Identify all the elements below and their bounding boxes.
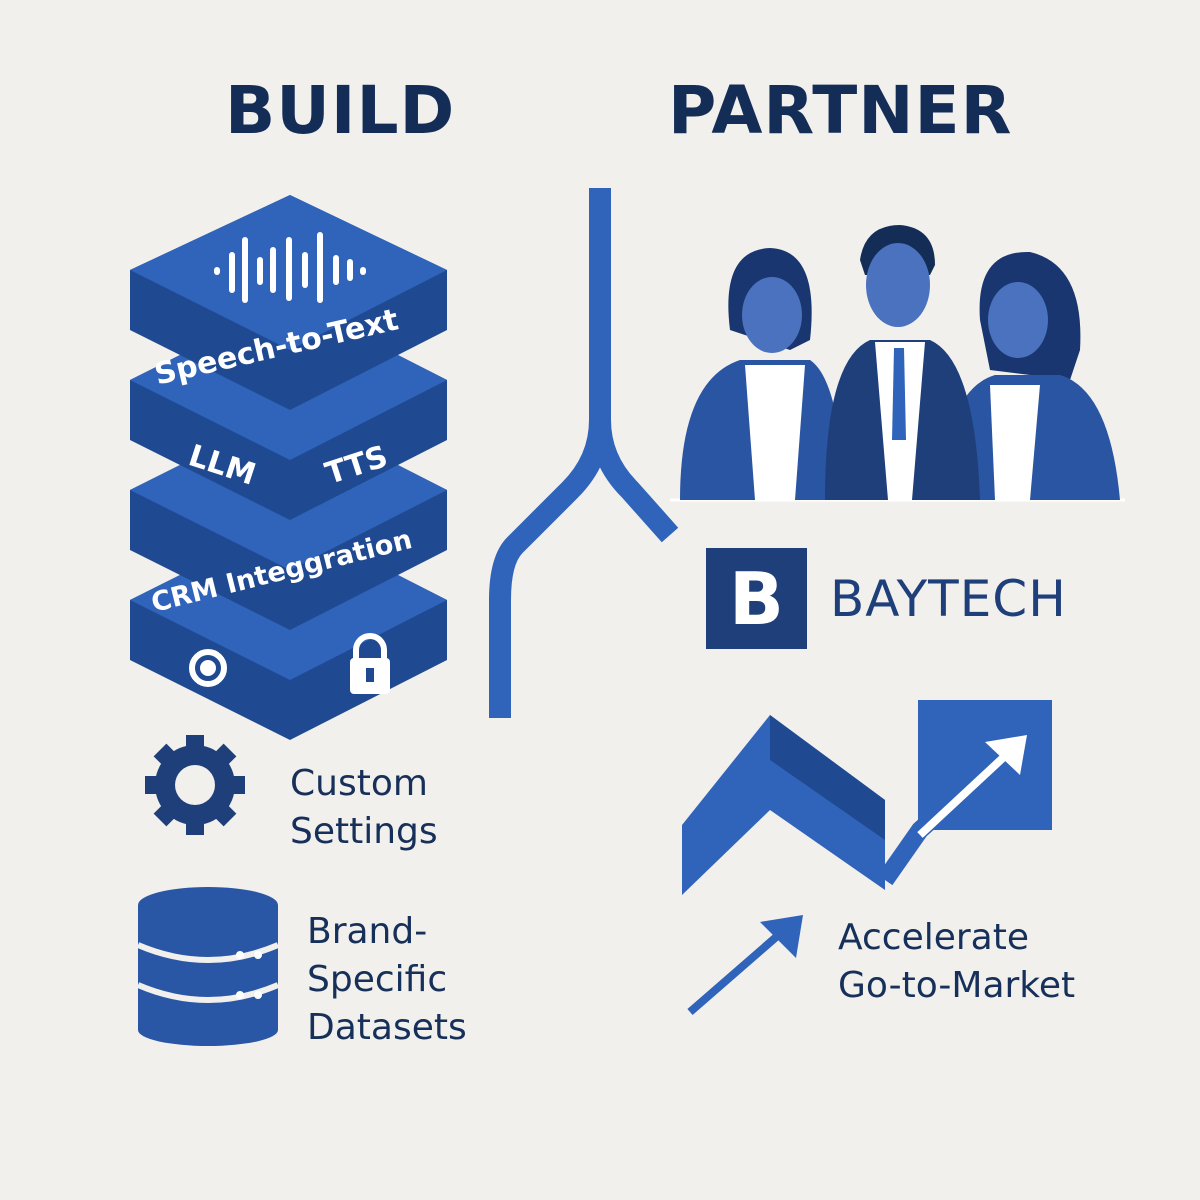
custom-settings-label: Custom Settings	[290, 760, 438, 856]
person-left	[680, 248, 845, 500]
brand-datasets-label: Brand- Specific Datasets	[307, 908, 467, 1052]
lock-icon	[350, 633, 390, 694]
growth-chart-icon	[682, 700, 1052, 895]
label-line: Go-to-Market	[838, 965, 1076, 1006]
label-line: Datasets	[307, 1007, 467, 1048]
label-line: Specific	[307, 959, 448, 1000]
person-center	[825, 225, 980, 500]
gear-icon	[145, 735, 245, 835]
branch-line-right	[589, 419, 679, 543]
baytech-brand-name: BAYTECH	[830, 570, 1067, 628]
partner-heading: PARTNER	[668, 72, 1013, 149]
label-line: Custom	[290, 763, 428, 804]
branch-line	[489, 188, 611, 718]
build-heading: BUILD	[225, 72, 456, 149]
team-illustration	[680, 225, 1120, 500]
gear-sync-icon	[189, 649, 227, 687]
sound-wave-icon	[214, 232, 366, 303]
label-line: Settings	[290, 811, 438, 852]
database-icon	[136, 887, 280, 1046]
label-line: Brand-	[307, 911, 428, 952]
trend-arrow-icon	[687, 915, 803, 1016]
label-line: Accelerate	[838, 917, 1030, 958]
go-to-market-label: Accelerate Go-to-Market	[838, 914, 1075, 1010]
person-right	[940, 251, 1120, 500]
baytech-logo-mark: B	[706, 548, 807, 649]
